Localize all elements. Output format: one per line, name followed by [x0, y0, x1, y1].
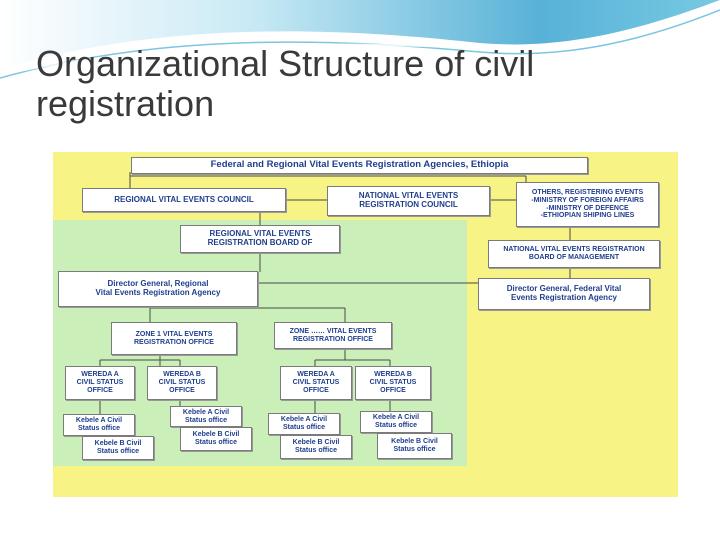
node-regional-council: REGIONAL VITAL EVENTS COUNCIL — [82, 188, 286, 212]
node-regional-board: REGIONAL VITAL EVENTS REGISTRATION BOARD… — [180, 225, 340, 253]
node-kebele-a-wereda-a-zone1: Kebele A Civil Status office — [63, 414, 135, 436]
node-national-council: NATIONAL VITAL EVENTS REGISTRATION COUNC… — [327, 186, 490, 216]
node-zone-1-office: ZONE 1 VITAL EVENTS REGISTRATION OFFICE — [111, 322, 237, 355]
node-wereda-b-zone1: WEREDA B CIVIL STATUS OFFICE — [147, 366, 217, 400]
node-kebele-a-wereda-b-zonen: Kebele A Civil Status office — [360, 411, 432, 433]
node-regional-director-general: Director General, Regional Vital Events … — [58, 271, 258, 307]
node-national-board: NATIONAL VITAL EVENTS REGISTRATION BOARD… — [488, 240, 660, 268]
header-swoosh-decoration — [0, 0, 720, 79]
node-kebele-a-wereda-b-zone1: Kebele A Civil Status office — [170, 406, 242, 427]
node-wereda-a-zone1: WEREDA A CIVIL STATUS OFFICE — [65, 366, 135, 400]
node-others-registering-events: OTHERS, REGISTERING EVENTS -MINISTRY OF … — [516, 182, 659, 227]
node-kebele-b-wereda-b-zone1: Kebele B Civil Status office — [180, 427, 252, 451]
node-federal-director-general: Director General, Federal Vital Events R… — [478, 278, 650, 310]
node-zone-n-office: ZONE …… VITAL EVENTS REGISTRATION OFFICE — [274, 322, 392, 349]
node-kebele-b-wereda-a-zone1: Kebele B Civil Status office — [82, 436, 154, 460]
node-kebele-b-wereda-b-zonen: Kebele B Civil Status office — [377, 433, 452, 459]
node-wereda-a-zonen: WEREDA A CIVIL STATUS OFFICE — [280, 366, 352, 400]
node-federal-regional-agencies-header: Federal and Regional Vital Events Regist… — [131, 157, 588, 174]
node-wereda-b-zonen: WEREDA B CIVIL STATUS OFFICE — [355, 366, 431, 400]
node-kebele-a-wereda-a-zonen: Kebele A Civil Status office — [268, 413, 340, 435]
slide-title: Organizational Structure of civil regist… — [36, 43, 535, 124]
node-kebele-b-wereda-a-zonen: Kebele B Civil Status office — [280, 435, 352, 459]
